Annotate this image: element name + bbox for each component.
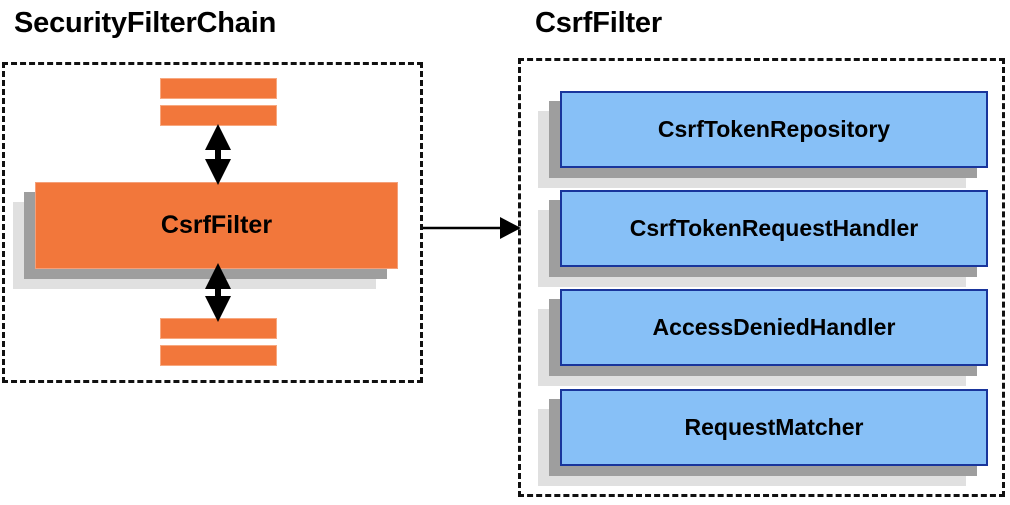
filter-block-label: CsrfFilter — [160, 211, 273, 239]
collaborator-label: CsrfTokenRequestHandler — [629, 215, 919, 241]
collaborator-block-accessdeniedhandler[interactable]: AccessDeniedHandler — [538, 289, 988, 386]
collaborator-face: CsrfTokenRepository — [560, 91, 988, 168]
filter-stub-bar-top-1 — [160, 78, 277, 99]
collaborator-block-csrftokenrepository[interactable]: CsrfTokenRepository — [538, 91, 988, 188]
collaborator-label: CsrfTokenRepository — [657, 116, 891, 142]
panel-title-csrf-filter: CsrfFilter — [535, 7, 662, 39]
collaborator-block-requestmatcher[interactable]: RequestMatcher — [538, 389, 988, 486]
panel-title-security-filter-chain: SecurityFilterChain — [14, 7, 277, 39]
collaborator-label: RequestMatcher — [684, 414, 864, 440]
collaborator-face: RequestMatcher — [560, 389, 988, 466]
csrf-filter-container — [518, 58, 1005, 497]
filter-block-face: CsrfFilter — [35, 182, 398, 269]
collaborator-face: AccessDeniedHandler — [560, 289, 988, 366]
filter-stub-bar-bottom-1 — [160, 318, 277, 339]
security-filter-chain-container — [2, 62, 423, 383]
filter-stub-bar-top-2 — [160, 105, 277, 126]
collaborator-face: CsrfTokenRequestHandler — [560, 190, 988, 267]
collaborator-block-csrftokenrequesthandler[interactable]: CsrfTokenRequestHandler — [538, 190, 988, 287]
collaborator-label: AccessDeniedHandler — [652, 314, 896, 340]
filter-stub-bar-bottom-2 — [160, 345, 277, 366]
filter-block-csrffilter[interactable]: CsrfFilter — [13, 182, 398, 289]
expansion-arrow — [423, 217, 521, 239]
